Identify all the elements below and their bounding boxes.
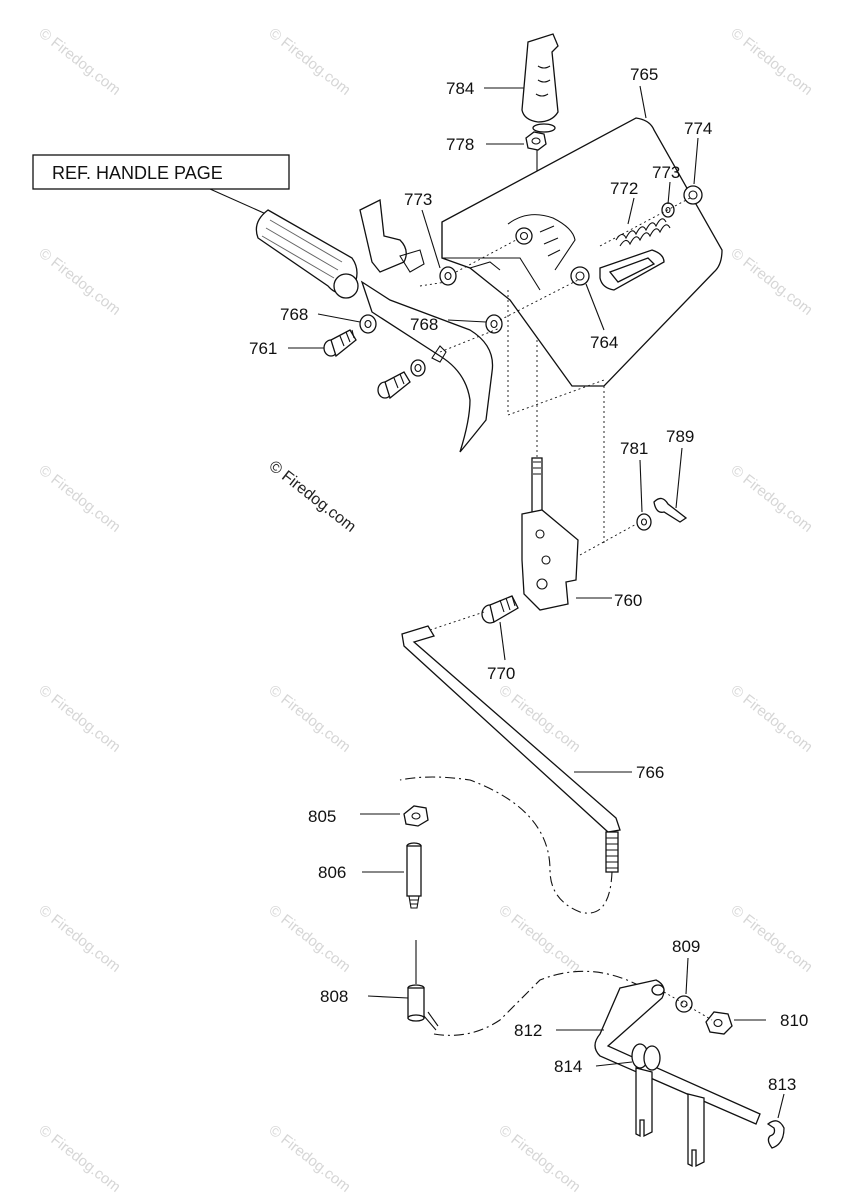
part-760-bracket: [521, 457, 641, 611]
label-768-right: 768: [410, 315, 438, 334]
part-814-bushing: [631, 1043, 661, 1071]
ref-handle-page-text: REF. HANDLE PAGE: [52, 163, 223, 183]
label-808: 808: [320, 987, 348, 1006]
label-809: 809: [672, 937, 700, 956]
label-781: 781: [620, 439, 648, 458]
label-774: 774: [684, 119, 712, 138]
label-810: 810: [780, 1011, 808, 1030]
part-809-washer: [675, 995, 693, 1013]
watermark: © Firedog.com: [496, 1122, 584, 1196]
phantom-line-upper: [399, 776, 613, 914]
part-770-bolt: [429, 595, 519, 631]
part-812-shift-arm: [594, 979, 761, 1125]
label-761: 761: [249, 339, 277, 358]
watermark: © Firedog.com: [496, 902, 584, 976]
label-806: 806: [318, 863, 346, 882]
phantom-line-lower: [433, 970, 641, 1036]
part-labels: 784 765 778 774 773 773 772 768 768 761 …: [249, 65, 808, 1094]
part-789-clip: [653, 497, 688, 523]
part-772-spring: [615, 218, 671, 247]
label-768-left: 768: [280, 305, 308, 324]
part-784-knob: [521, 33, 559, 133]
label-766: 766: [636, 763, 664, 782]
label-772: 772: [610, 179, 638, 198]
watermark: © Firedog.com: [728, 462, 816, 536]
label-784: 784: [446, 79, 474, 98]
watermark: © Firedog.com: [266, 902, 354, 976]
part-768-washer-right: [485, 314, 503, 334]
watermark: © Firedog.com: [36, 682, 124, 756]
watermark: © Firedog.com: [36, 1122, 124, 1196]
watermark: © Firedog.com: [266, 1122, 354, 1196]
label-812: 812: [514, 1021, 542, 1040]
watermark: © Firedog.com: [728, 25, 816, 99]
handle-grip: [255, 209, 359, 299]
label-805: 805: [308, 807, 336, 826]
watermark: © Firedog.com: [496, 682, 584, 756]
watermark: © Firedog.com: [728, 682, 816, 756]
label-770: 770: [487, 664, 515, 683]
part-774-nut: [683, 185, 703, 205]
part-765-plate: [441, 117, 723, 545]
handle-bracket: [359, 199, 494, 453]
part-768-washer-left: [359, 314, 377, 334]
watermark: © Firedog.com: [728, 902, 816, 976]
part-810-nut: [705, 1011, 733, 1035]
part-lower-bolt: [377, 327, 501, 400]
label-773-right: 773: [652, 163, 680, 182]
label-814: 814: [554, 1057, 582, 1076]
label-813: 813: [768, 1075, 796, 1094]
label-789: 789: [666, 427, 694, 446]
leader-lines: [288, 85, 785, 1119]
watermark: © Firedog.com: [36, 25, 124, 99]
part-808-swivel: [407, 940, 439, 1031]
label-778: 778: [446, 135, 474, 154]
part-bushing: [515, 227, 590, 286]
label-765: 765: [630, 65, 658, 84]
part-778-nut: [525, 131, 547, 151]
part-761-bolt: [323, 329, 357, 358]
part-773-washer-left: [439, 266, 457, 286]
part-781-washer: [636, 513, 652, 531]
watermark: © Firedog.com: [36, 462, 124, 536]
copyright-text: © Firedog.com: [266, 458, 359, 536]
label-764: 764: [590, 333, 618, 352]
watermark: © Firedog.com: [266, 682, 354, 756]
watermark: © Firedog.com: [36, 245, 124, 319]
part-813-clip: [766, 1120, 785, 1149]
watermark: © Firedog.com: [266, 25, 354, 99]
shift-forks: [635, 1067, 705, 1168]
watermark: © Firedog.com: [728, 245, 816, 319]
part-806-stud: [406, 842, 422, 909]
label-760: 760: [614, 591, 642, 610]
watermark: © Firedog.com: [36, 902, 124, 976]
part-805-nut: [403, 805, 429, 827]
label-773-left: 773: [404, 190, 432, 209]
ref-handle-page-box: REF. HANDLE PAGE: [32, 154, 290, 219]
part-766-rod: [401, 625, 621, 873]
